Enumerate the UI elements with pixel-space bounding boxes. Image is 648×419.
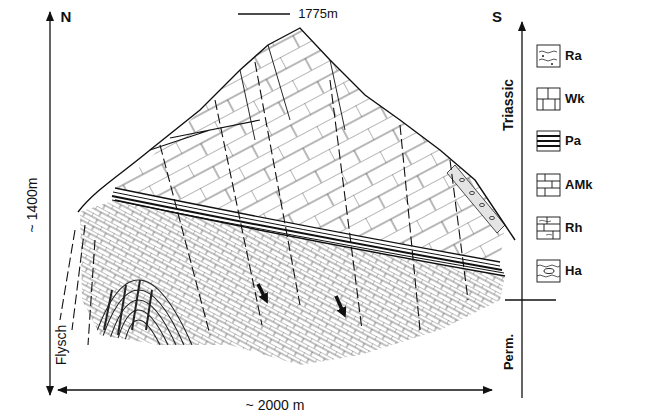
- anticline-fold: [100, 290, 184, 345]
- anticline-fold: [116, 310, 168, 345]
- pa-shale-band: [113, 192, 500, 266]
- legend-label: Ra: [565, 49, 582, 63]
- legend-swatches: [542, 55, 543, 56]
- pa-shale-band: [115, 200, 505, 276]
- legend-swatches: [539, 51, 557, 61]
- fault-lines: [330, 80, 362, 330]
- dimension-arrows: [521, 22, 522, 398]
- period-label: Triassic: [501, 79, 516, 131]
- fault-lines: [255, 62, 300, 305]
- fault-lines: [450, 160, 468, 300]
- pa-shale-band: [112, 200, 504, 273]
- legend-swatches: [537, 217, 560, 239]
- legend-swatches: [537, 265, 560, 277]
- conglomerate-layer: [447, 165, 505, 233]
- compass-north: N: [61, 9, 72, 26]
- legend-label: Wk: [565, 92, 585, 106]
- peak-elevation: 1775m: [298, 7, 338, 21]
- pa-shale-band: [115, 188, 500, 262]
- dimension-arrows: [238, 13, 290, 14]
- legend-swatches: [539, 220, 552, 235]
- anticline-fold: [104, 280, 152, 335]
- legend-label: Rh: [565, 221, 582, 235]
- pa-shale-band: [112, 196, 502, 270]
- dimension-arrows: [58, 389, 492, 390]
- legend-swatches: [544, 269, 554, 274]
- mountain-outline: [78, 28, 515, 240]
- pa-shale-band: [150, 120, 260, 150]
- conglomerate-layer: [470, 191, 475, 194]
- fault-lines: [60, 62, 468, 345]
- fault-lines: [400, 125, 420, 330]
- mountain-outline: [78, 28, 515, 240]
- anticline-fold: [124, 320, 160, 345]
- dimension-arrows: [505, 299, 556, 300]
- legend-swatches: [537, 45, 560, 67]
- pa-shale-band: [112, 120, 505, 276]
- fault-lines: [160, 145, 210, 335]
- legend-swatches: [537, 260, 560, 282]
- legend-swatches: [537, 174, 560, 196]
- legend-swatches: [537, 136, 560, 146]
- dimension-arrows: [49, 12, 50, 395]
- legend-swatches: [537, 217, 560, 239]
- anticline-fold: [92, 280, 192, 345]
- conglomerate-layer: [490, 216, 495, 219]
- legend-swatches: [537, 45, 560, 282]
- height-dimension: ~ 1400m: [25, 178, 40, 233]
- mountain-outline: [240, 45, 345, 140]
- legend-swatches: [537, 88, 560, 110]
- legend-swatches: [537, 88, 560, 110]
- flysch-label: Flysch: [54, 323, 69, 367]
- legend-swatches: [537, 174, 560, 196]
- conglomerate-layer: [480, 203, 485, 206]
- legend-swatches: [537, 131, 560, 151]
- movement-arrows: [258, 284, 344, 314]
- movement-arrows: [336, 296, 344, 314]
- anticline-fold: [92, 280, 192, 345]
- conglomerate-layer: [460, 178, 465, 181]
- legend-label: Ha: [565, 264, 582, 278]
- conglomerate-layer: [447, 165, 505, 233]
- compass-south: S: [492, 9, 502, 26]
- width-dimension: ~ 2000 m: [246, 398, 305, 413]
- period-label: Perm.: [502, 334, 516, 370]
- anticline-fold: [108, 300, 176, 345]
- legend-swatches: [551, 63, 552, 64]
- legend-label: Pa: [565, 134, 581, 148]
- legend-label: AMk: [565, 178, 592, 192]
- fault-lines: [215, 100, 262, 325]
- movement-arrows: [258, 284, 266, 300]
